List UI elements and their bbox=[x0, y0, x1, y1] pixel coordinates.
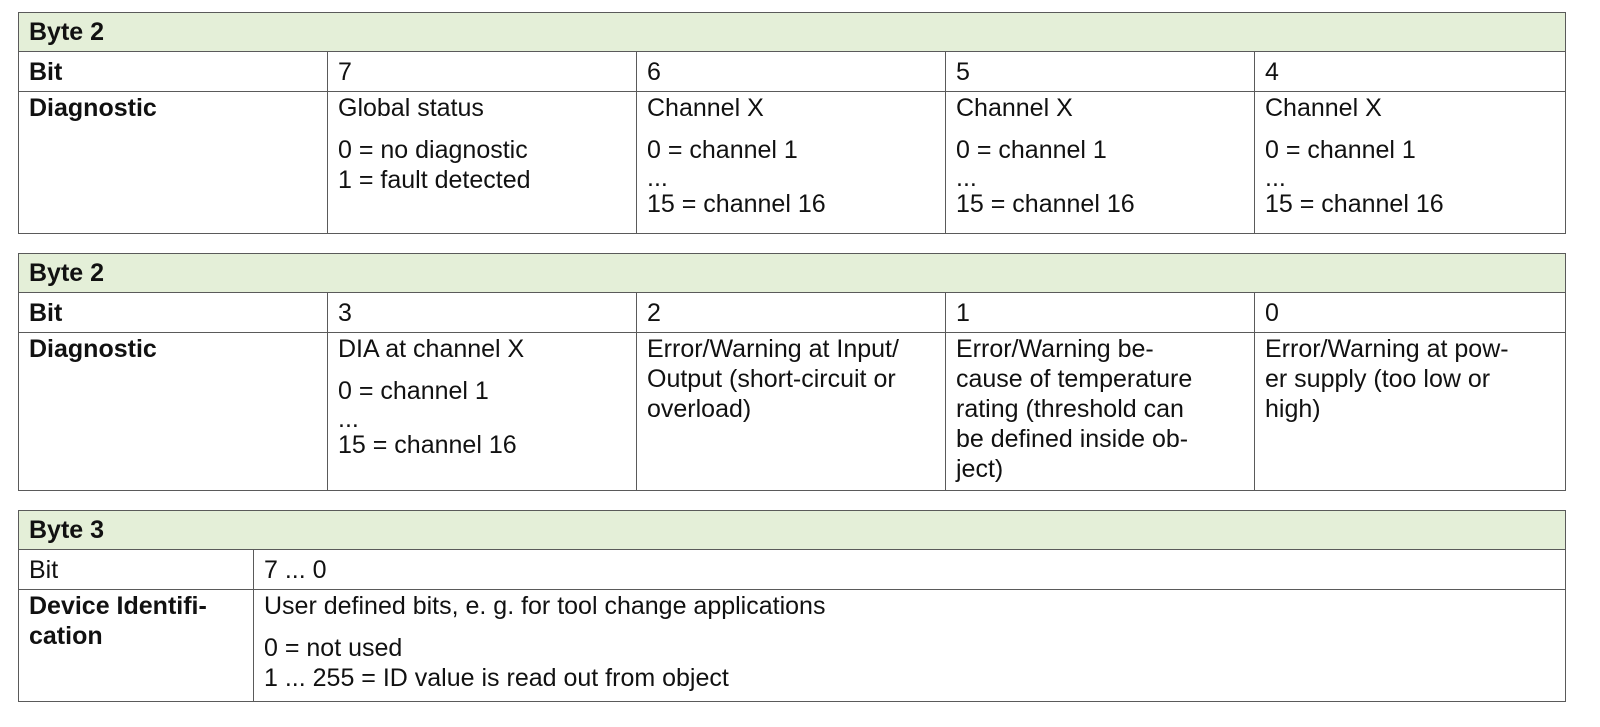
byte2-bits-3-0-table: Byte 2 Bit 3 2 1 0 Diagnostic DIA at cha… bbox=[17, 253, 1567, 491]
cell-line: high) bbox=[1265, 395, 1321, 423]
cell-line: 0 = channel 1 bbox=[647, 136, 798, 164]
bit-label: Bit bbox=[18, 549, 254, 590]
diagnostic-cell: Error/Warning at pow- er supply (too low… bbox=[1253, 332, 1567, 491]
cell-ellipsis: ... bbox=[1265, 167, 1286, 189]
cell-line: be defined inside ob- bbox=[956, 425, 1189, 453]
bit-number: 3 bbox=[327, 292, 637, 333]
table-header: Byte 2 bbox=[17, 253, 1567, 293]
cell-line: 15 = channel 16 bbox=[1265, 190, 1444, 218]
diagnostic-cell: Channel X 0 = channel 1 ... 15 = channel… bbox=[1253, 91, 1567, 234]
bit-number: 2 bbox=[636, 292, 946, 333]
byte2-bits-7-4-table: Byte 2 Bit 7 6 5 4 Diagnostic Global sta… bbox=[17, 12, 1567, 234]
cell-title: Channel X bbox=[1265, 94, 1382, 122]
diagnostic-cell: Channel X 0 = channel 1 ... 15 = channel… bbox=[636, 91, 946, 234]
bit-number: 6 bbox=[636, 51, 946, 92]
cell-line: rating (threshold can bbox=[956, 395, 1184, 423]
bit-range: 7 ... 0 bbox=[252, 549, 1567, 590]
cell-line: 0 = channel 1 bbox=[956, 136, 1107, 164]
diagnostic-label: Diagnostic bbox=[18, 332, 328, 491]
bit-label: Bit bbox=[18, 292, 328, 333]
cell-ellipsis: ... bbox=[647, 167, 668, 189]
cell-line: er supply (too low or bbox=[1265, 365, 1491, 393]
diagnostic-cell: DIA at channel X 0 = channel 1 ... 15 = … bbox=[327, 332, 637, 491]
cell-line: 0 = no diagnostic bbox=[338, 136, 528, 164]
table-header: Byte 2 bbox=[17, 12, 1567, 52]
cell-line: cause of temperature bbox=[956, 365, 1193, 393]
cell-line: Error/Warning at Input/ bbox=[647, 335, 899, 363]
table-header: Byte 3 bbox=[17, 510, 1567, 550]
cell-title: DIA at channel X bbox=[338, 335, 525, 363]
device-identification-label: Device Identifi- cation bbox=[18, 589, 254, 702]
cell-line: Error/Warning be- bbox=[956, 335, 1154, 363]
cell-title: Channel X bbox=[647, 94, 764, 122]
bit-number: 0 bbox=[1253, 292, 1567, 333]
cell-line: Error/Warning at pow- bbox=[1265, 335, 1509, 363]
cell-title: Channel X bbox=[956, 94, 1073, 122]
cell-line: 1 ... 255 = ID value is read out from ob… bbox=[264, 664, 729, 692]
bit-number: 1 bbox=[945, 292, 1255, 333]
bit-number: 7 bbox=[327, 51, 637, 92]
cell-line: 15 = channel 16 bbox=[956, 190, 1135, 218]
cell-ellipsis: ... bbox=[956, 167, 977, 189]
cell-title: Global status bbox=[338, 94, 484, 122]
cell-line: 0 = channel 1 bbox=[1265, 136, 1416, 164]
cell-title: User defined bits, e. g. for tool change… bbox=[264, 592, 826, 620]
cell-line: Output (short-circuit or bbox=[647, 365, 896, 393]
label-line: cation bbox=[29, 622, 103, 650]
byte3-table: Byte 3 Bit 7 ... 0 Device Identifi- cati… bbox=[17, 510, 1567, 702]
cell-line: overload) bbox=[647, 395, 752, 423]
bit-label: Bit bbox=[18, 51, 328, 92]
diagnostic-cell: Error/Warning at Input/ Output (short-ci… bbox=[636, 332, 946, 491]
cell-line: 15 = channel 16 bbox=[338, 431, 517, 459]
cell-line: 15 = channel 16 bbox=[647, 190, 826, 218]
diagnostic-cell: Error/Warning be- cause of temperature r… bbox=[945, 332, 1255, 491]
bit-number: 5 bbox=[945, 51, 1255, 92]
label-line: Device Identifi- bbox=[29, 592, 207, 620]
diagnostic-label: Diagnostic bbox=[18, 91, 328, 234]
bit-number: 4 bbox=[1253, 51, 1567, 92]
cell-line: 0 = not used bbox=[264, 634, 403, 662]
cell-line: ject) bbox=[956, 455, 1004, 483]
diagnostic-cell: Global status 0 = no diagnostic 1 = faul… bbox=[327, 91, 637, 234]
device-identification-cell: User defined bits, e. g. for tool change… bbox=[252, 589, 1567, 702]
cell-line: 0 = channel 1 bbox=[338, 377, 489, 405]
diagnostic-cell: Channel X 0 = channel 1 ... 15 = channel… bbox=[945, 91, 1255, 234]
cell-line: 1 = fault detected bbox=[338, 166, 531, 194]
cell-ellipsis: ... bbox=[338, 408, 359, 430]
